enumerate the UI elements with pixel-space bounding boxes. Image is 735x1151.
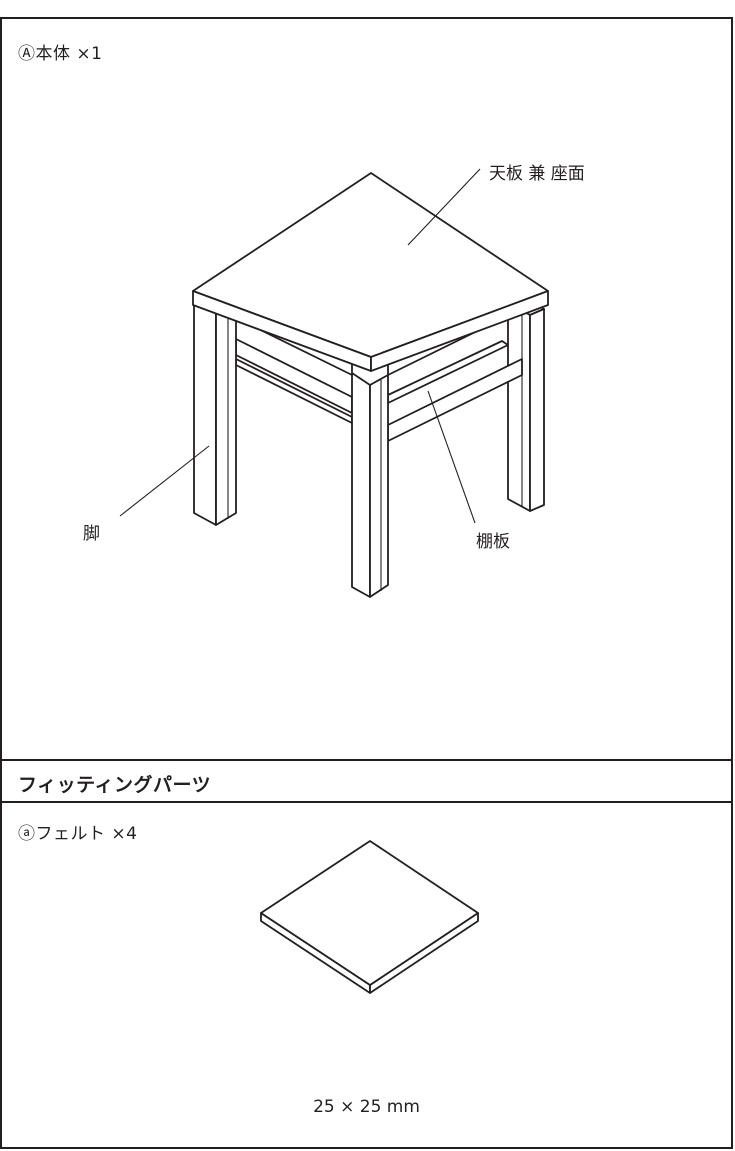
parts-sheet: Ⓐ本体 ×1	[0, 17, 733, 1149]
fittings-header: フィッティングパーツ	[2, 761, 731, 803]
main-body-panel: Ⓐ本体 ×1	[2, 19, 731, 761]
felt-pad-illustration	[260, 840, 479, 994]
felt-panel: ⓐフェルト ×4 25 × 25 mm	[2, 803, 731, 1147]
stool-illustration	[119, 168, 549, 598]
label-table-top: 天板 兼 座面	[489, 164, 585, 184]
fittings-section-title: フィッティングパーツ	[18, 774, 212, 796]
label-shelf: 棚板	[476, 532, 510, 552]
leg-leader-line	[119, 445, 210, 517]
label-leg: 脚	[83, 524, 100, 544]
felt-title: ⓐフェルト ×4	[18, 824, 138, 844]
front-right-leg	[351, 372, 371, 598]
front-left-leg	[193, 298, 217, 526]
main-body-title: Ⓐ本体 ×1	[18, 44, 103, 64]
felt-size-label: 25 × 25 mm	[313, 1097, 420, 1117]
shelf-leader-line	[427, 390, 476, 524]
top-leader-line	[407, 168, 481, 246]
table-top-surface	[192, 172, 549, 358]
